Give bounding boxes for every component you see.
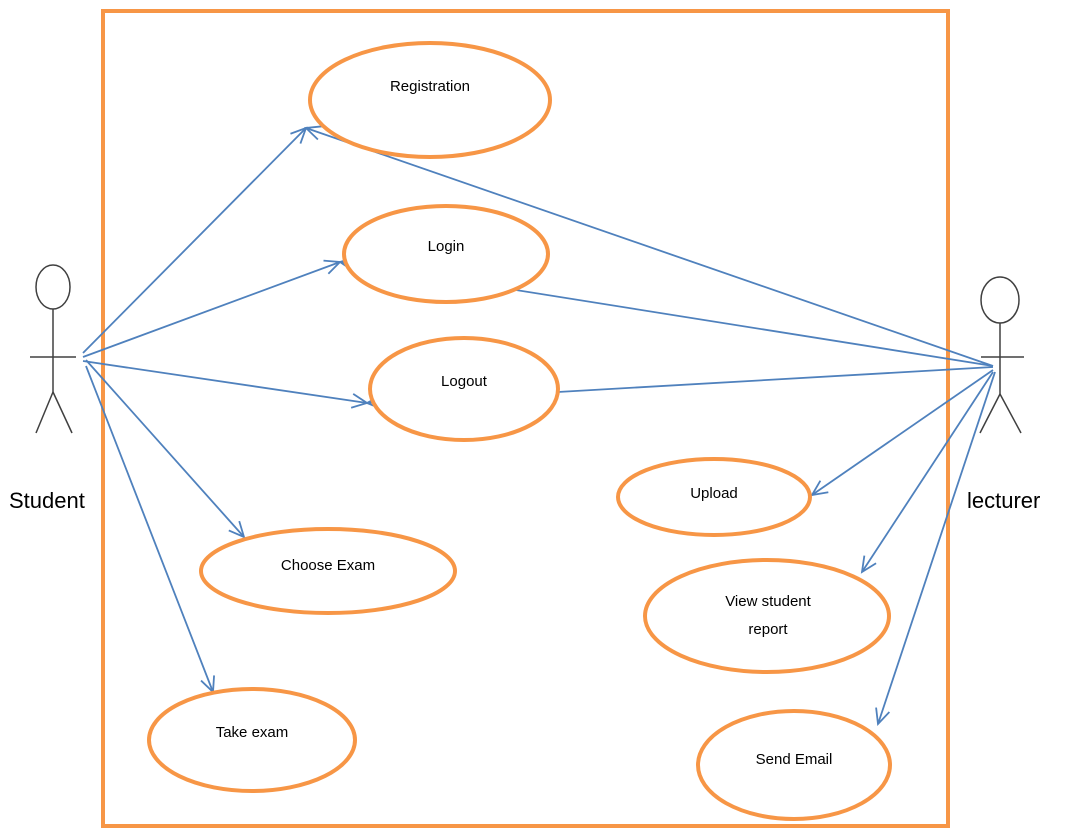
association-line xyxy=(811,369,994,496)
use-case-login-label: Login xyxy=(428,238,465,255)
use-case-upload[interactable]: Upload xyxy=(616,457,812,537)
association-lecturer-registration xyxy=(303,125,994,367)
association-line xyxy=(85,359,245,538)
actor-lecturer[interactable]: lecturer xyxy=(967,276,1040,513)
association-line xyxy=(82,127,307,354)
use-case-registration[interactable]: Registration xyxy=(308,41,552,159)
use-case-registration-shape xyxy=(308,41,552,159)
associations xyxy=(82,125,996,727)
association-line xyxy=(861,371,994,573)
association-line xyxy=(82,360,368,404)
association-lecturer-view-report xyxy=(860,371,994,574)
arrowhead-icon xyxy=(860,555,877,574)
association-student-choose-exam xyxy=(85,359,246,539)
use-case-login[interactable]: Login xyxy=(342,204,550,304)
stick-figure-icon xyxy=(30,264,76,434)
actor-student-label: Student xyxy=(9,488,85,513)
arrowhead-icon xyxy=(303,125,323,141)
actor-student[interactable]: Student xyxy=(9,264,85,513)
use-case-logout-label: Logout xyxy=(441,373,488,390)
association-line xyxy=(82,261,341,358)
use-case-registration-label: Registration xyxy=(390,78,470,95)
association-lecturer-send-email xyxy=(875,371,996,727)
association-lecturer-upload xyxy=(810,369,994,497)
system-boundary xyxy=(101,9,950,828)
association-student-logout xyxy=(82,360,370,409)
actor-lecturer-label: lecturer xyxy=(967,488,1040,513)
use-case-view-student-report[interactable]: View student report xyxy=(643,558,891,674)
use-case-view-student-report-label-line1: View student xyxy=(725,593,811,610)
use-case-view-student-report-shape xyxy=(643,558,891,674)
use-case-take-exam-shape xyxy=(147,687,357,793)
use-case-upload-shape xyxy=(616,457,812,537)
use-case-upload-label: Upload xyxy=(690,485,738,502)
use-case-logout[interactable]: Logout xyxy=(368,336,560,442)
association-student-take-exam xyxy=(85,365,215,694)
association-line xyxy=(305,127,994,367)
association-student-login xyxy=(82,259,342,358)
use-case-choose-exam-label: Choose Exam xyxy=(281,557,375,574)
arrowhead-icon xyxy=(228,520,246,539)
use-case-take-exam[interactable]: Take exam xyxy=(147,687,357,793)
use-case-send-email-label: Send Email xyxy=(756,751,833,768)
arrowhead-icon xyxy=(875,707,891,727)
association-line xyxy=(877,371,996,725)
use-case-take-exam-label: Take exam xyxy=(216,724,289,741)
use-case-send-email-shape xyxy=(696,709,892,821)
use-case-choose-exam[interactable]: Choose Exam xyxy=(199,527,457,615)
use-case-send-email[interactable]: Send Email xyxy=(696,709,892,821)
use-case-login-shape xyxy=(342,204,550,304)
association-student-registration xyxy=(82,126,308,354)
arrowhead-icon xyxy=(810,480,829,497)
use-case-logout-shape xyxy=(368,336,560,442)
use-case-choose-exam-shape xyxy=(199,527,457,615)
stick-figure-icon xyxy=(979,276,1024,434)
association-line xyxy=(85,365,214,693)
use-case-view-student-report-label-line2: report xyxy=(748,621,788,638)
